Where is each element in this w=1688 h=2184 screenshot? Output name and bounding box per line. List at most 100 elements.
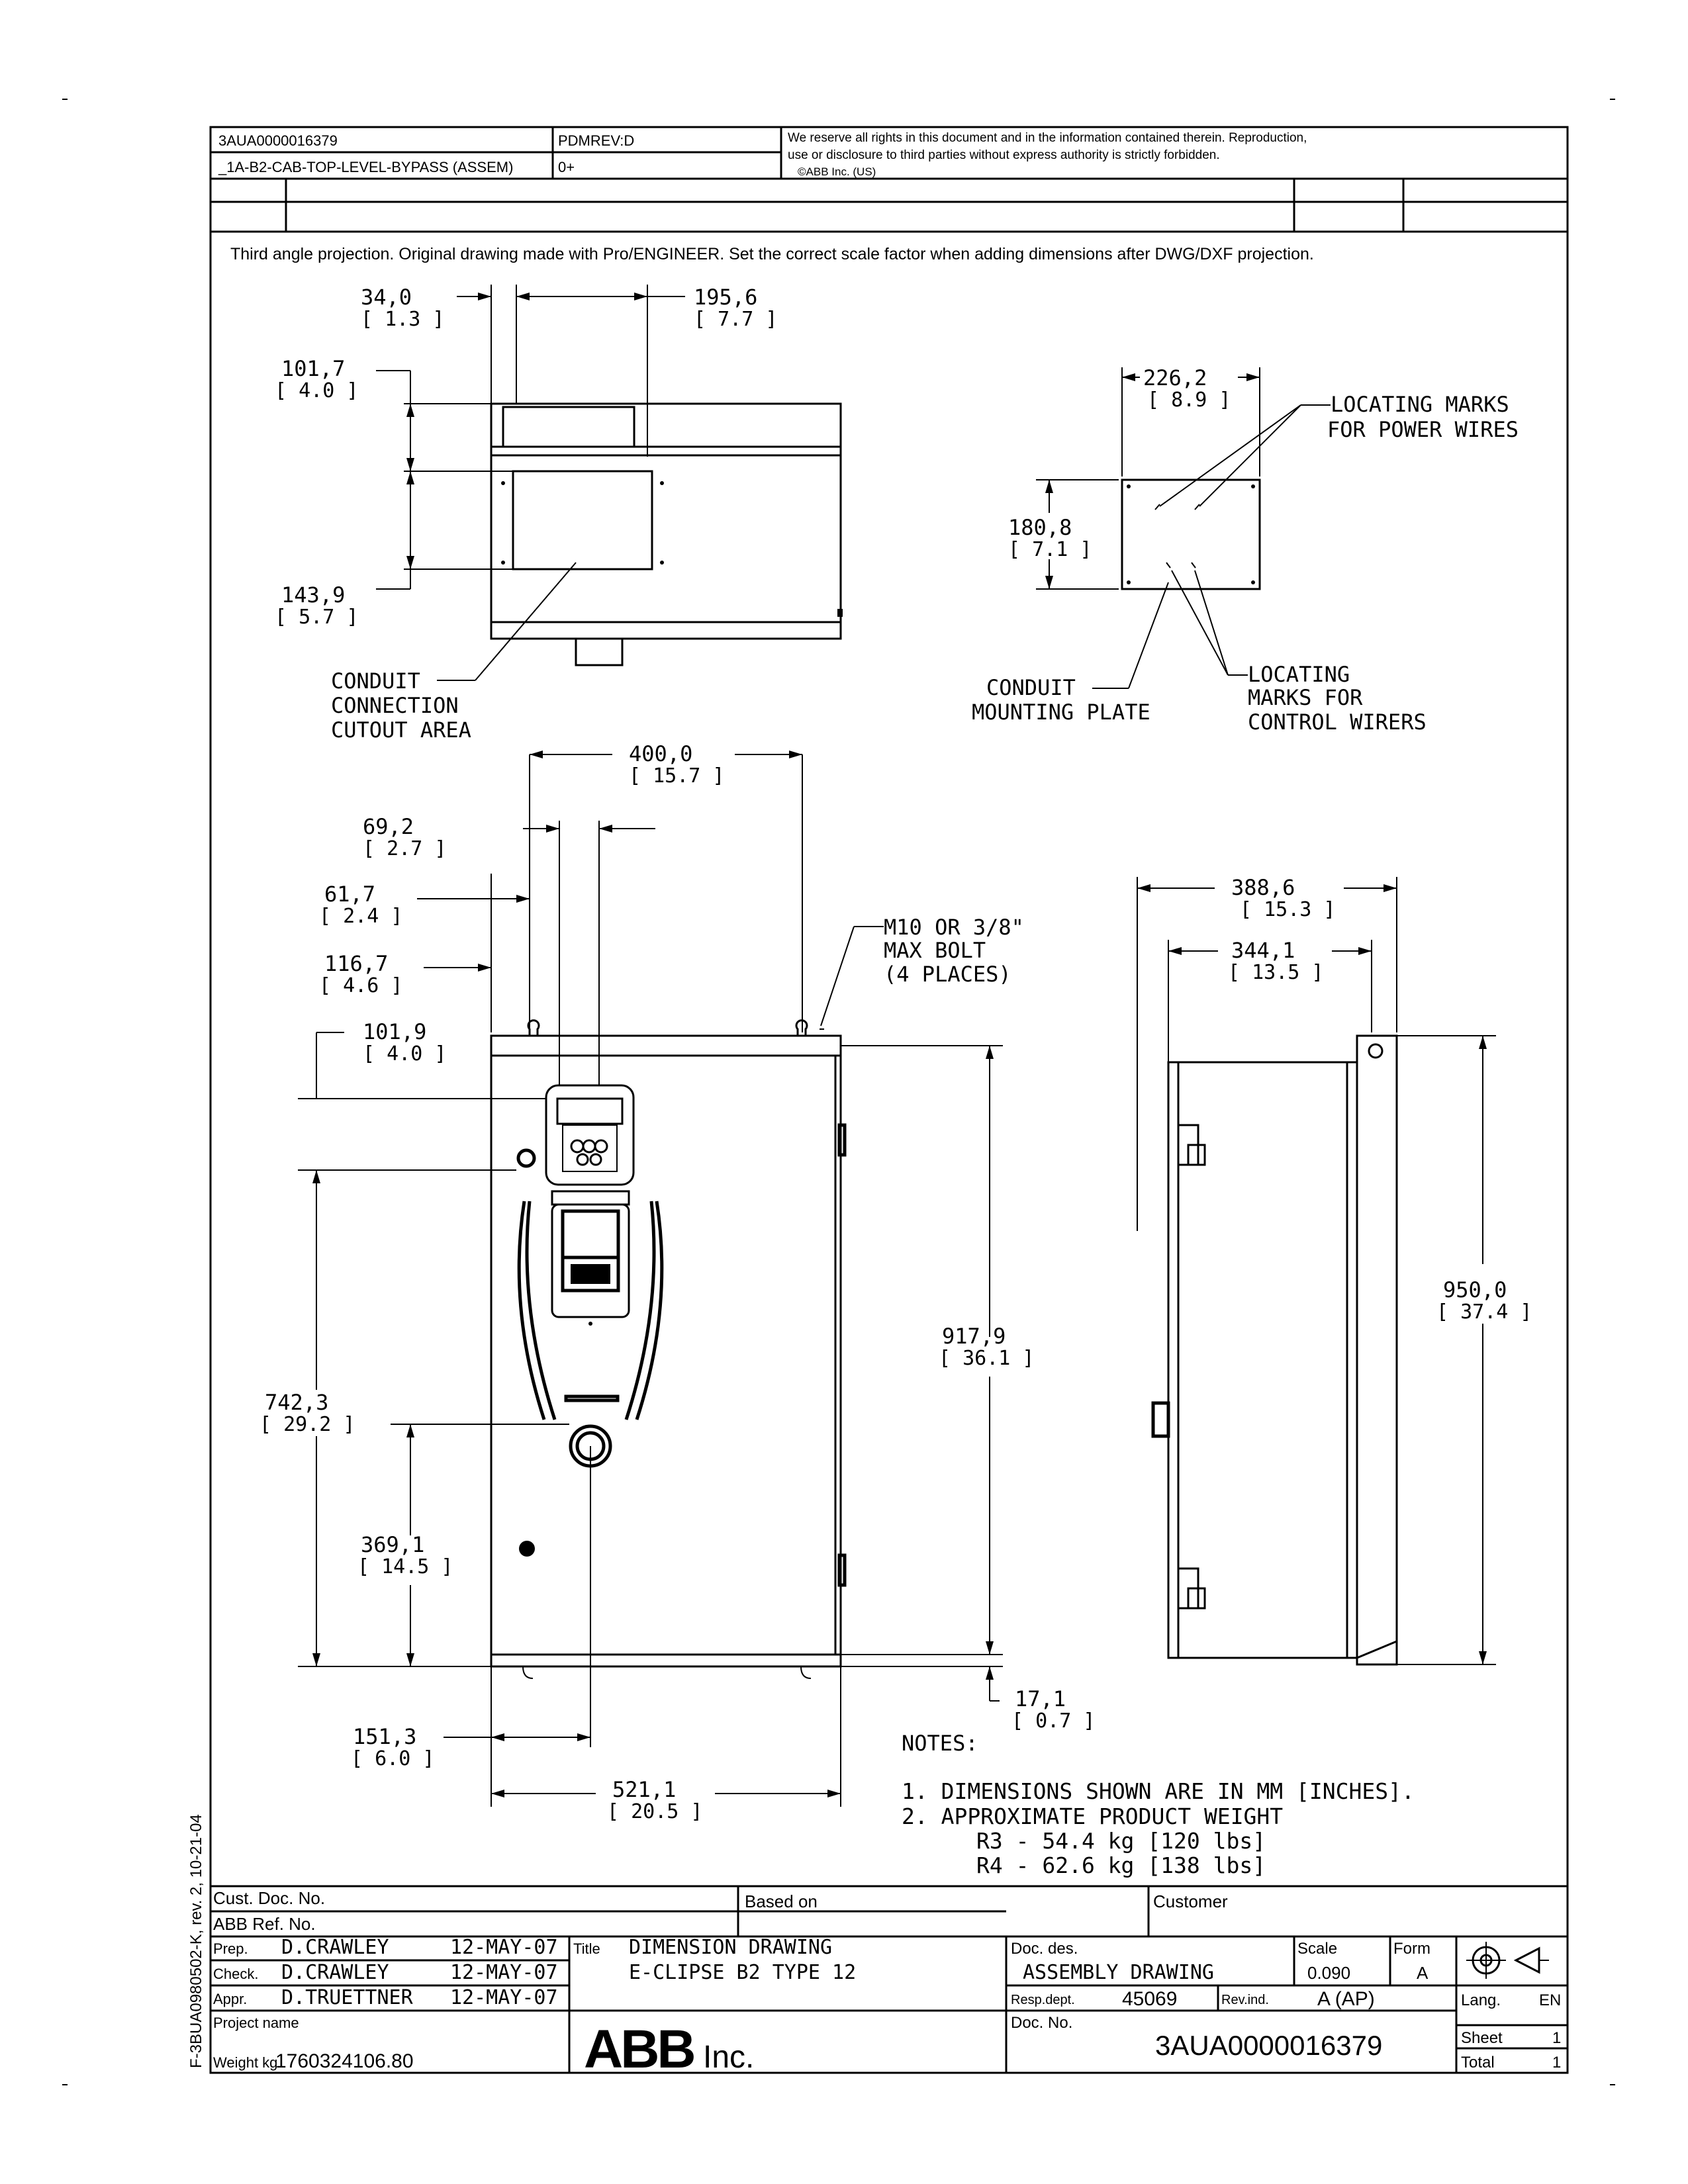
notes-line2: 2. APPROXIMATE PRODUCT WEIGHT: [902, 1803, 1283, 1829]
dim-180-mm: 180,8: [1008, 515, 1072, 540]
abb-logo: ABB: [584, 2019, 694, 2079]
callout-locating-control-1: LOCATING: [1248, 662, 1350, 687]
tb-sheet-value: 1: [1552, 2029, 1561, 2047]
dim-34-mm: 34,0: [361, 285, 412, 310]
callout-conduit-cutout-1: CONDUIT: [331, 668, 420, 694]
callout-locating-control-3: CONTROL WIRERS: [1248, 709, 1427, 735]
tb-scale-value: 0.090: [1307, 1963, 1350, 1983]
dim-61-in: [ 2.4 ]: [319, 905, 402, 928]
callout-bolt-3: (4 PLACES): [884, 962, 1011, 987]
dim-69-mm: 69,2: [363, 814, 414, 839]
header-block: 3AUA0000016379 _1A-B2-CAB-TOP-LEVEL-BYPA…: [211, 127, 1568, 233]
tb-total-value: 1: [1552, 2054, 1561, 2071]
dim-143-mm: 143,9: [281, 582, 345, 608]
dim-34-in: [ 1.3 ]: [361, 308, 444, 331]
tb-total-label: Total: [1461, 2054, 1495, 2071]
header-rights-line1: We reserve all rights in this document a…: [788, 131, 1307, 145]
tb-docno-label: Doc. No.: [1011, 2014, 1072, 2032]
tb-title-line1: DIMENSION DRAWING: [629, 1936, 832, 1959]
dim-180-in: [ 7.1 ]: [1008, 538, 1092, 561]
dim-742-mm: 742,3: [265, 1390, 328, 1415]
notes-block: NOTES: 1. DIMENSIONS SHOWN ARE IN MM [IN…: [902, 1731, 1415, 1878]
dim-151-mm: 151,3: [353, 1724, 416, 1749]
drawing-frame: [209, 126, 1569, 2074]
notes-line4: R4 - 62.6 kg [138 lbs]: [976, 1852, 1266, 1878]
dim-742-in: [ 29.2 ]: [259, 1413, 355, 1436]
dim-61-mm: 61,7: [324, 882, 375, 907]
tb-weight-label: Weight kg: [213, 2054, 277, 2071]
dim-17-in: [ 0.7 ]: [1011, 1709, 1095, 1733]
dim-369-mm: 369,1: [361, 1532, 424, 1557]
notes-line3: R3 - 54.4 kg [120 lbs]: [976, 1828, 1266, 1854]
front-view-dimensions: 400,0 [ 15.7 ] 69,2 [ 2.7 ] 61,7 [ 2.4 ]…: [259, 741, 1095, 1823]
tb-abb-ref-no: ABB Ref. No.: [213, 1914, 316, 1934]
tb-check-label: Check.: [213, 1966, 258, 1982]
callout-bolt-1: M10 OR 3/8": [884, 915, 1024, 940]
tb-appr-label: Appr.: [213, 1991, 247, 2007]
header-doc-number: 3AUA0000016379: [218, 132, 338, 149]
dim-195-mm: 195,6: [694, 285, 757, 310]
dim-521-mm: 521,1: [612, 1777, 676, 1802]
header-rights-line2: use or disclosure to third parties witho…: [788, 148, 1220, 162]
conduit-plate-view: 226,2 [ 8.9 ] 180,8 [ 7.1 ] LOCATING MAR…: [972, 365, 1519, 735]
header-rights-line3: ©ABB Inc. (US): [798, 165, 876, 178]
dim-101a-mm: 101,7: [281, 356, 345, 381]
title-block: Cust. Doc. No. ABB Ref. No. Based on Cus…: [211, 1885, 1568, 2079]
tb-customer: Customer: [1153, 1891, 1228, 1911]
tb-title-line2: E-CLIPSE B2 TYPE 12: [629, 1961, 856, 1984]
dim-69-in: [ 2.7 ]: [363, 837, 446, 860]
tb-form-value: A: [1417, 1963, 1429, 1983]
dim-369-in: [ 14.5 ]: [357, 1555, 453, 1578]
dim-950-mm: 950,0: [1443, 1277, 1507, 1302]
tb-appr-name: D.TRUETTNER: [281, 1986, 414, 2009]
side-view: [1151, 1034, 1398, 1666]
tb-revind-value: A (AP): [1317, 1988, 1375, 2010]
dim-143-in: [ 5.7 ]: [275, 606, 358, 629]
callout-locating-power-2: FOR POWER WIRES: [1327, 417, 1519, 442]
tb-based-on: Based on: [745, 1891, 818, 1911]
tb-resp-value: 45069: [1122, 1988, 1177, 2010]
dim-344-mm: 344,1: [1231, 938, 1295, 963]
tb-project-name: Project name: [213, 2015, 299, 2031]
notes-title: NOTES:: [902, 1731, 978, 1756]
tb-title-label: Title: [573, 1940, 600, 1957]
top-view-dimensions: 34,0 [ 1.3 ] 195,6 [ 7.7 ] 101,7 [ 4.0 ]…: [275, 285, 777, 743]
tb-prep-date: 12-MAY-07: [450, 1936, 558, 1959]
tb-prep-label: Prep.: [213, 1940, 248, 1957]
tb-scale-label: Scale: [1297, 1940, 1337, 1958]
dim-344-in: [ 13.5 ]: [1228, 961, 1324, 984]
tb-form-label: Form: [1393, 1940, 1430, 1958]
tb-prep-name: D.CRAWLEY: [281, 1936, 389, 1959]
side-revision-text: F-3BUA0980502-K, rev. 2, 10-21-04: [187, 1814, 205, 2068]
tb-doc-des-label: Doc. des.: [1011, 1940, 1078, 1958]
dim-226-mm: 226,2: [1143, 365, 1207, 390]
dim-195-in: [ 7.7 ]: [694, 308, 777, 331]
dim-17-mm: 17,1: [1015, 1686, 1066, 1711]
callout-bolt-2: MAX BOLT: [884, 938, 986, 963]
dim-521-in: [ 20.5 ]: [607, 1800, 703, 1823]
dim-151-in: [ 6.0 ]: [351, 1747, 434, 1770]
dim-917-in: [ 36.1 ]: [939, 1347, 1035, 1370]
tb-check-name: D.CRAWLEY: [281, 1961, 389, 1984]
dim-116-mm: 116,7: [324, 951, 388, 976]
tb-lang-label: Lang.: [1461, 1991, 1501, 2009]
dim-400-mm: 400,0: [629, 741, 692, 766]
dim-950-in: [ 37.4 ]: [1436, 1300, 1532, 1324]
callout-conduit-plate-2: MOUNTING PLATE: [972, 700, 1150, 725]
callout-locating-control-2: MARKS FOR: [1248, 685, 1363, 710]
dim-101a-in: [ 4.0 ]: [275, 379, 358, 402]
dim-388-in: [ 15.3 ]: [1240, 898, 1336, 921]
dim-226-in: [ 8.9 ]: [1147, 388, 1231, 412]
projection-note: Third angle projection. Original drawing…: [230, 245, 1314, 263]
tb-weight-value: 1760324106.80: [275, 2050, 414, 2072]
front-view: [490, 1019, 847, 1679]
dim-101b-mm: 101,9: [363, 1019, 426, 1044]
header-file-name: _1A-B2-CAB-TOP-LEVEL-BYPASS (ASSEM): [218, 159, 513, 175]
corner-marks: [62, 99, 1615, 2085]
callout-conduit-cutout-3: CUTOUT AREA: [331, 717, 471, 743]
header-pdm-rev-value: 0+: [558, 159, 575, 175]
dim-388-mm: 388,6: [1231, 875, 1295, 900]
dim-116-in: [ 4.6 ]: [319, 974, 402, 997]
tb-sheet-label: Sheet: [1461, 2029, 1503, 2047]
